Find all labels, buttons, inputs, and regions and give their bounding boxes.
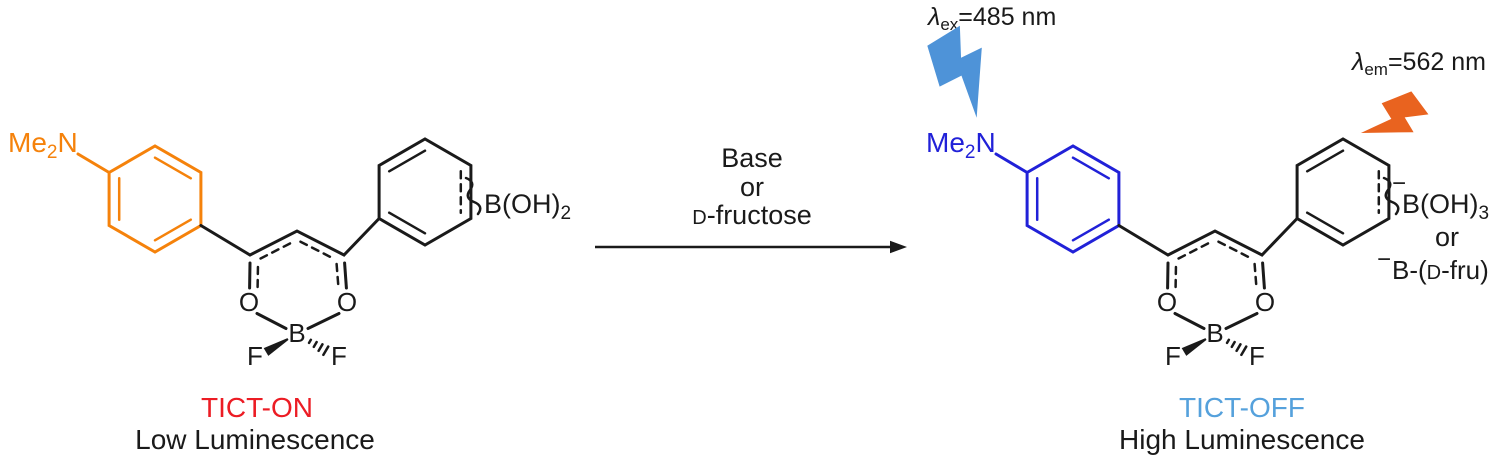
aminophenyl-ring — [76, 144, 203, 254]
wavy-bond — [464, 176, 482, 216]
aminophenyl-ring — [994, 144, 1121, 254]
boron-fluoride-hash-bond — [1225, 338, 1248, 357]
wavy-bond — [1382, 176, 1400, 216]
tict-off-label: TICT-OFF — [1179, 392, 1305, 423]
emission-wavelength-label: λem=562 nm — [1350, 48, 1486, 79]
dimethylamino-label: Me2N — [926, 127, 996, 163]
fluorine-right-label: F — [1249, 341, 1265, 371]
boron-fluoride-wedge-bond — [1181, 338, 1207, 356]
phenyl-ring — [1295, 137, 1391, 247]
oxygen-left-label: O — [1157, 287, 1177, 317]
emission-annotation: λem=562 nm — [1350, 48, 1486, 133]
fluorine-left-label: F — [247, 341, 263, 371]
boron-fluoride-hash-bond — [307, 338, 330, 357]
alternative-or-label: or — [1435, 222, 1459, 252]
tict-on-label: TICT-ON — [201, 392, 313, 423]
right-structure: Me2N O O B F F − B(OH)3 or − B-(D-fru) T… — [926, 127, 1489, 455]
emission-bolt-icon — [1360, 91, 1429, 133]
oxygen-right-label: O — [1255, 287, 1275, 317]
fluorine-left-label: F — [1165, 341, 1181, 371]
excitation-annotation: λex=485 nm — [926, 3, 1056, 118]
aminophenyl-ring-double-bonds — [117, 156, 193, 242]
oxygen-left-label: O — [239, 287, 259, 317]
low-luminescence-label: Low Luminescence — [135, 424, 375, 455]
fluorine-right-label: F — [331, 341, 347, 371]
boron-label: B — [288, 318, 305, 348]
boronate-label: B(OH)3 — [1402, 189, 1489, 224]
arrow-head-icon — [890, 240, 907, 254]
fructose-ester-charge-label: − — [1377, 246, 1391, 273]
phenyl-ring — [377, 137, 473, 247]
boronate-charge-label: − — [1392, 170, 1406, 197]
reaction-arrow: Base or D-fructose — [595, 143, 907, 254]
condition-base-label: Base — [721, 143, 783, 173]
chelate-backbone-bonds — [1117, 217, 1299, 330]
high-luminescence-label: High Luminescence — [1119, 424, 1365, 455]
boron-fluoride-wedge-bond — [263, 338, 289, 356]
aminophenyl-ring-double-bonds — [1035, 156, 1111, 242]
dimethylamino-label: Me2N — [8, 127, 78, 163]
chelate-delocalized-bonds — [256, 240, 340, 289]
left-structure: Me2N O O B F F B(OH)2 TICT-ON Low Lumine… — [8, 127, 571, 455]
phenyl-ring-double-bonds — [387, 149, 427, 235]
chelate-delocalized-bonds — [1174, 240, 1258, 289]
condition-fructose-label: D-fructose — [692, 200, 812, 230]
chelate-backbone-bonds — [199, 217, 381, 330]
boron-label: B — [1206, 318, 1223, 348]
condition-or-label: or — [740, 172, 764, 202]
boronic-acid-label: B(OH)2 — [484, 189, 571, 224]
oxygen-right-label: O — [337, 287, 357, 317]
fructose-ester-label: B-(D-fru) — [1392, 255, 1489, 285]
excitation-bolt-icon — [927, 25, 982, 118]
excitation-wavelength-label: λex=485 nm — [926, 3, 1056, 34]
phenyl-ring-double-bonds — [1305, 149, 1345, 235]
